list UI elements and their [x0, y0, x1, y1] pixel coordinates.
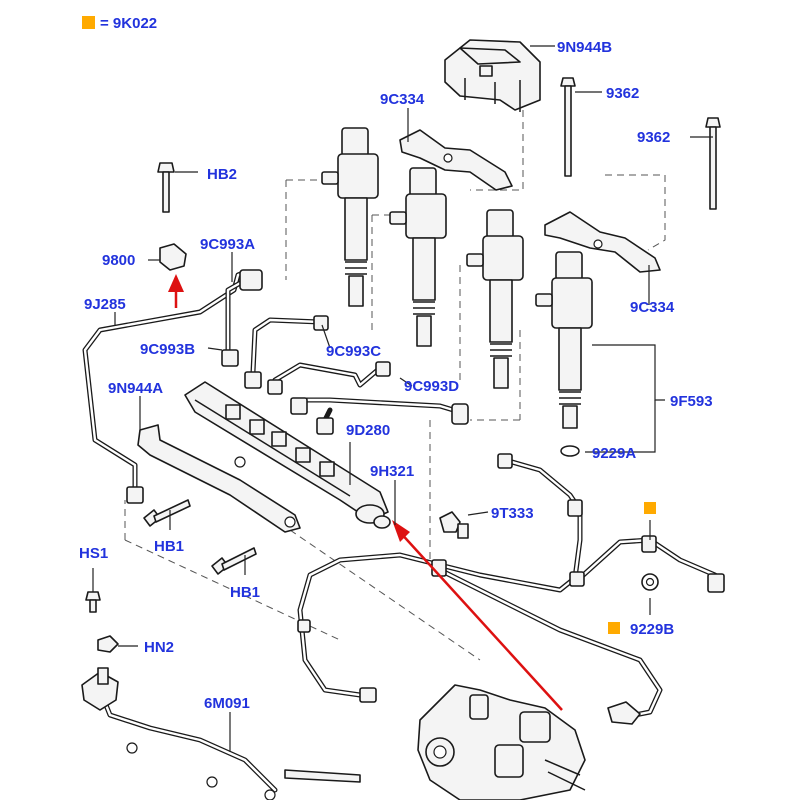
glow-plug-harness-6M091 — [81, 667, 361, 800]
callout-6M091: 6M091 — [204, 695, 250, 712]
callout-9362-lower: 9362 — [637, 129, 670, 146]
injector-bracket-9N944B — [444, 39, 541, 112]
clamp-9C334-lower — [544, 211, 661, 273]
callout-9J285: 9J285 — [84, 296, 126, 313]
callout-9T333: 9T333 — [491, 505, 534, 522]
bolt-HB1-a — [143, 499, 191, 527]
callout-9N944A: 9N944A — [108, 380, 163, 397]
callout-9C993B: 9C993B — [140, 341, 195, 358]
callout-HB2: HB2 — [207, 166, 237, 183]
seal-washer-9229A — [560, 445, 580, 457]
callout-9800: 9800 — [102, 252, 135, 269]
injector-3 — [466, 209, 524, 389]
bolt-HB1-b — [211, 547, 257, 575]
high-pressure-pump — [417, 684, 586, 800]
callout-HN2: HN2 — [144, 639, 174, 656]
callout-9N944B: 9N944B — [557, 39, 612, 56]
callout-9C993A: 9C993A — [200, 236, 255, 253]
callout-9229A: 9229A — [592, 445, 636, 462]
callout-9362-upper: 9362 — [606, 85, 639, 102]
legend-text: = 9K022 — [100, 15, 157, 32]
bolt-9362-upper — [560, 77, 576, 177]
callout-9C334-lower: 9C334 — [630, 299, 675, 316]
orange-marker-icon — [608, 622, 620, 634]
callout-9F593: 9F593 — [670, 393, 713, 410]
callout-9C993C: 9C993C — [326, 343, 381, 360]
callout-9D280: 9D280 — [346, 422, 390, 439]
orange-marker-icon — [644, 502, 656, 514]
injector-4 — [535, 251, 593, 429]
pipe-nuts — [126, 269, 469, 504]
callout-9C993D: 9C993D — [404, 378, 459, 395]
injector-2 — [389, 167, 447, 347]
red-arrow-9800 — [168, 274, 184, 308]
callout-9C334-upper: 9C334 — [380, 91, 425, 108]
legend-marker-icon — [82, 16, 95, 29]
callout-9H321: 9H321 — [370, 463, 414, 480]
nut-HN2 — [97, 635, 119, 653]
callout-HS1: HS1 — [79, 545, 108, 562]
red-arrow-9H321 — [392, 520, 563, 711]
bolt-9362-lower — [705, 117, 721, 210]
fuel-pipes — [82, 269, 463, 498]
stud-HS1 — [85, 591, 101, 613]
callout-HB1-b: HB1 — [230, 584, 260, 601]
bracket-9N944A — [137, 424, 301, 533]
injector-1 — [321, 127, 379, 307]
callout-HB1-a: HB1 — [154, 538, 184, 555]
clamp-9C334-upper — [399, 129, 513, 191]
sensor-9T333 — [439, 511, 469, 539]
bolt-HB2 — [157, 162, 175, 213]
leader-lines — [92, 45, 713, 752]
clip-9800 — [159, 243, 187, 271]
callout-9229B: 9229B — [630, 621, 674, 638]
common-rail-9D280 — [184, 381, 391, 529]
